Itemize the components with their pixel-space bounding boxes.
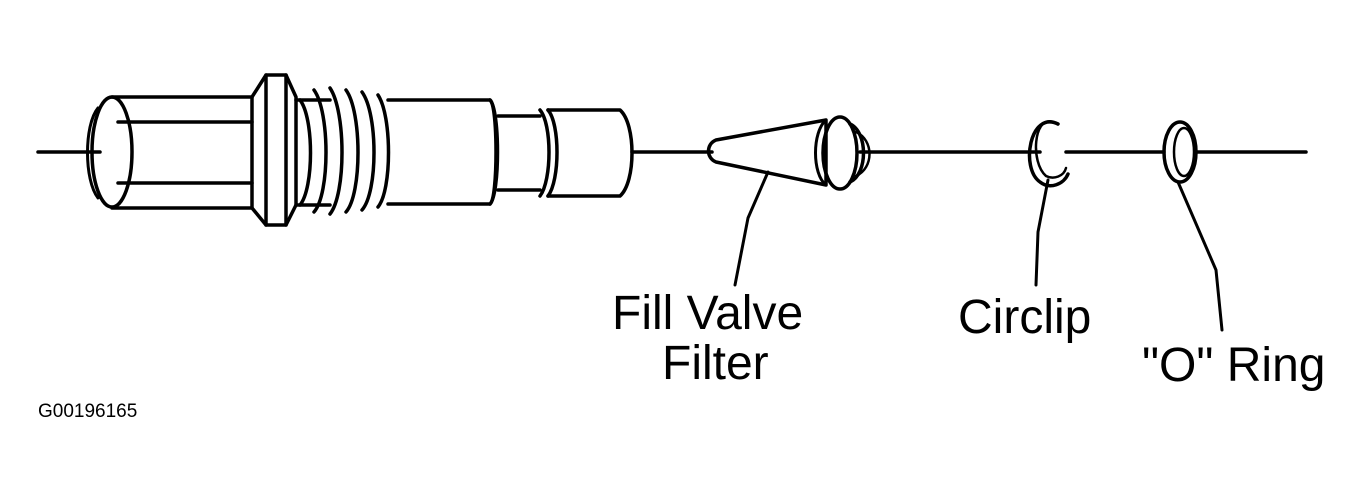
- o-ring-label: "O" Ring: [1142, 339, 1326, 392]
- circlip: [1027, 120, 1070, 188]
- circlip-label: Circlip: [958, 291, 1092, 344]
- leader-lines: [733, 170, 1224, 332]
- o-ring: [1162, 120, 1198, 184]
- fill-valve-filter: [706, 115, 871, 191]
- figure-code: G00196165: [38, 401, 138, 422]
- fill-valve-filter-label-line1: Fill Valve: [612, 287, 804, 340]
- fill-valve-filter-label-line2: Filter: [662, 337, 769, 390]
- valve-body: [86, 73, 634, 227]
